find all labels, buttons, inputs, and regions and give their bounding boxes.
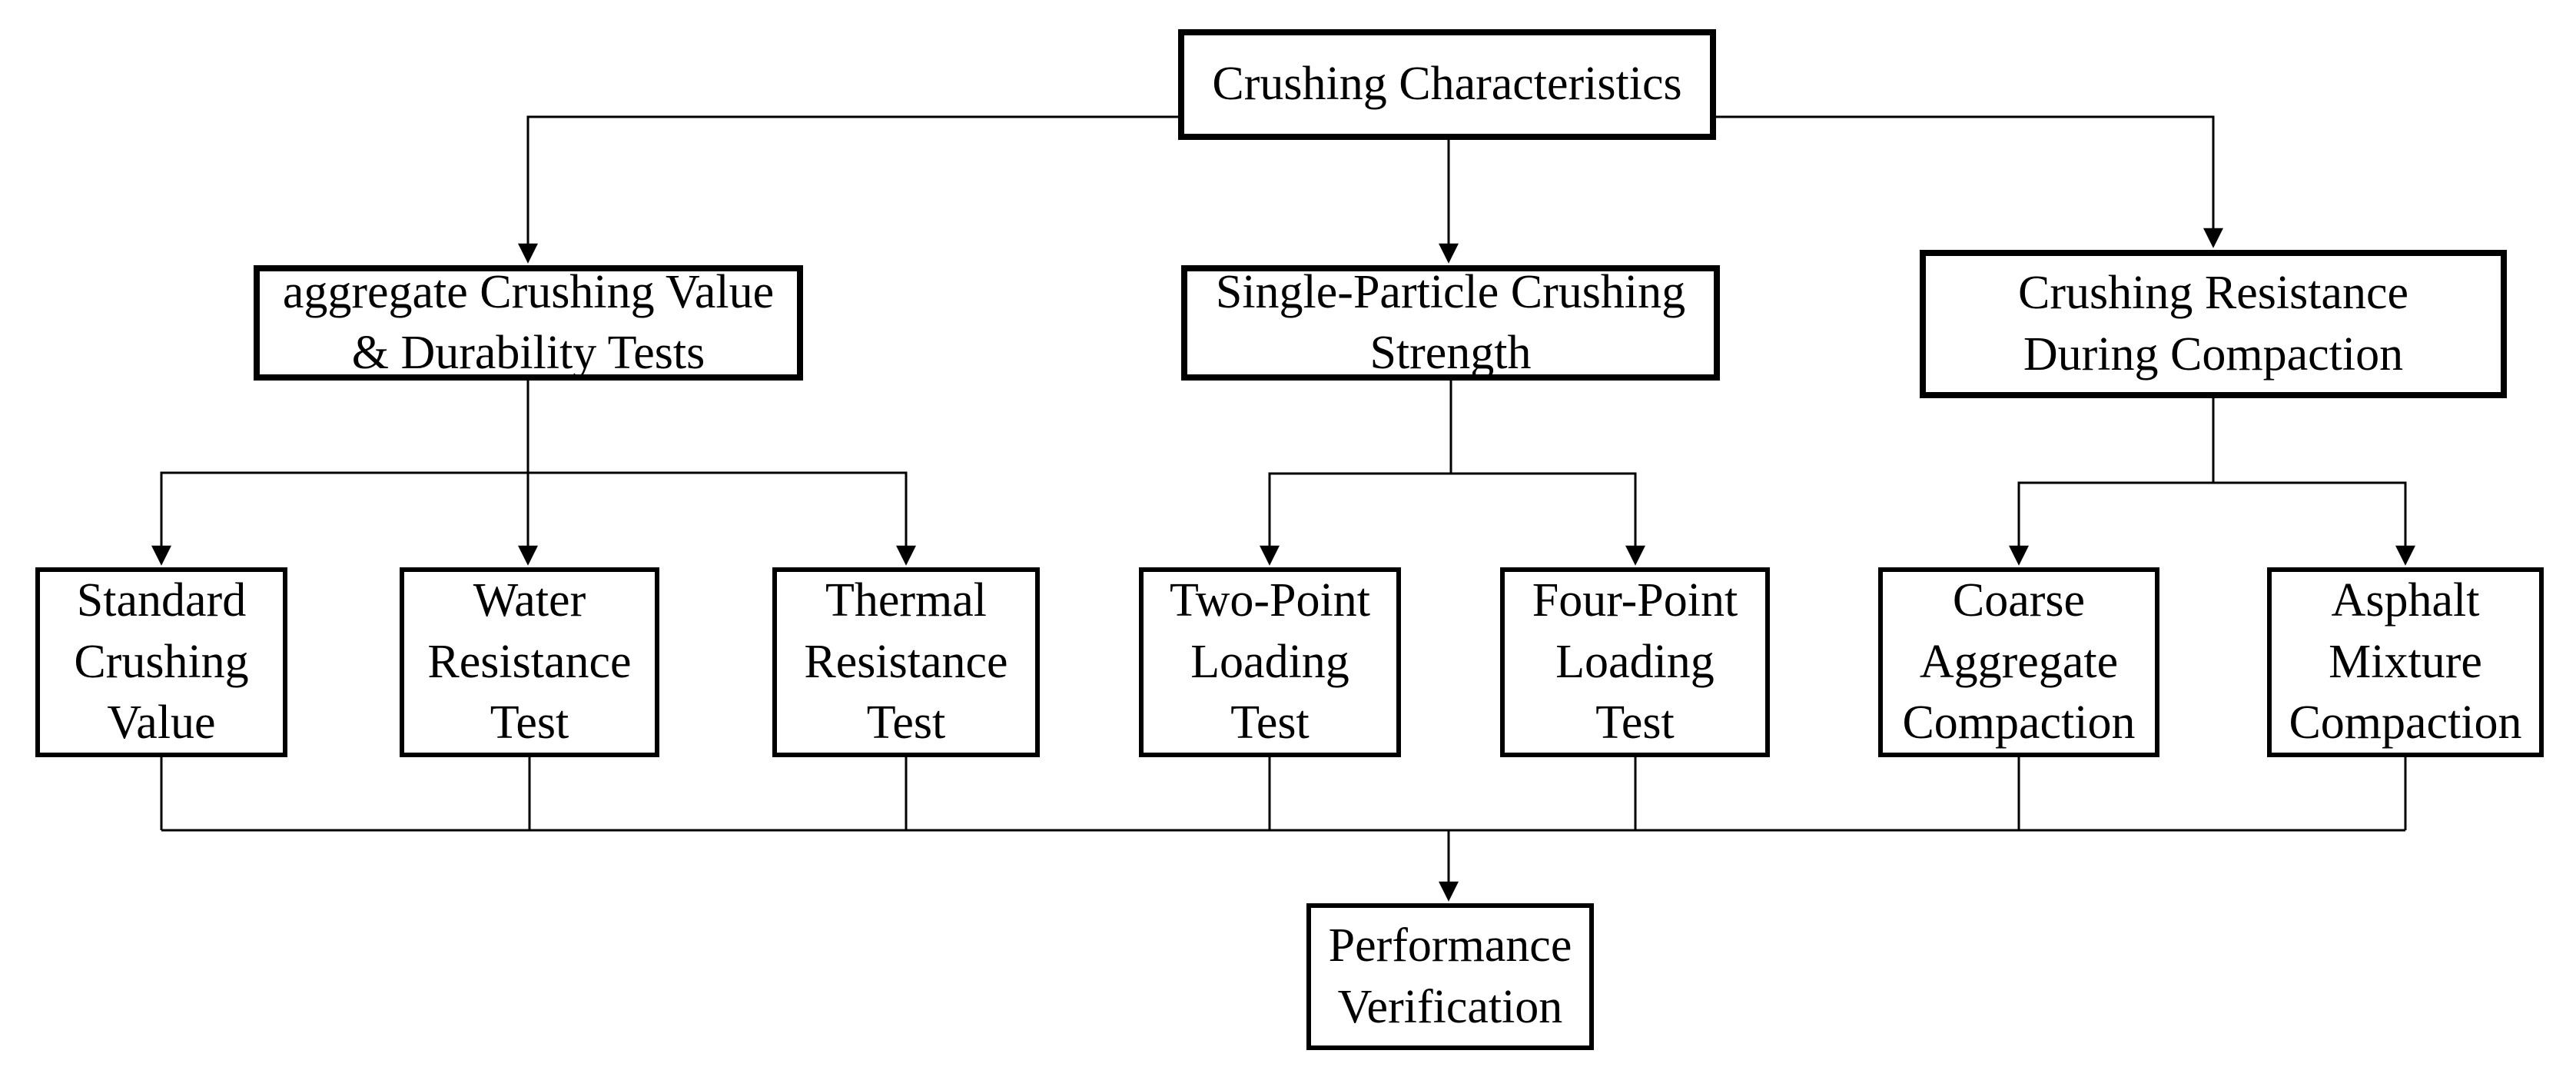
node-standard-crushing-value: Standard Crushing Value [35,567,287,757]
node-label: Thermal Resistance Test [804,574,1008,750]
node-label: Crushing Resistance During Compaction [2018,267,2408,381]
node-asphalt-mixture-compaction: Asphalt Mixture Compaction [2267,567,2544,757]
node-label: Two-Point Loading Test [1170,574,1370,750]
node-label: Crushing Characteristics [1212,58,1682,111]
node-label: Performance Verification [1328,919,1572,1033]
edge-root-acv [518,115,1178,264]
edge-crdc-cac [2009,481,2213,566]
node-thermal-resistance-test: Thermal Resistance Test [772,567,1040,757]
node-water-resistance-test: Water Resistance Test [400,567,659,757]
node-two-point-loading-test: Two-Point Loading Test [1139,567,1401,757]
node-coarse-aggregate-compaction: Coarse Aggregate Compaction [1878,567,2159,757]
node-four-point-loading-test: Four-Point Loading Test [1500,567,1770,757]
node-aggregate-crushing-value-durability-tests: aggregate Crushing Value & Durability Te… [254,265,803,381]
node-crushing-resistance-during-compaction: Crushing Resistance During Compaction [1920,250,2507,398]
node-label: Standard Crushing Value [74,574,249,750]
node-label: aggregate Crushing Value & Durability Te… [282,265,775,379]
node-label: Coarse Aggregate Compaction [1902,574,2136,750]
edge-acv-scv [151,471,528,566]
edge-acv-trt [528,471,916,566]
edge-spcs-tplt [1260,472,1451,566]
node-performance-verification: Performance Verification [1306,903,1594,1050]
edge-crdc-amc [2213,481,2415,566]
node-label: Asphalt Mixture Compaction [2289,574,2522,750]
edge-root-crdc [1716,115,2223,248]
node-label: Single-Particle Crushing Strength [1215,265,1686,379]
node-single-particle-crushing-strength: Single-Particle Crushing Strength [1181,265,1720,381]
node-label: Four-Point Loading Test [1532,574,1738,750]
node-label: Water Resistance Test [427,574,632,750]
node-crushing-characteristics: Crushing Characteristics [1178,29,1716,140]
edge-spcs-fplt [1451,472,1645,566]
